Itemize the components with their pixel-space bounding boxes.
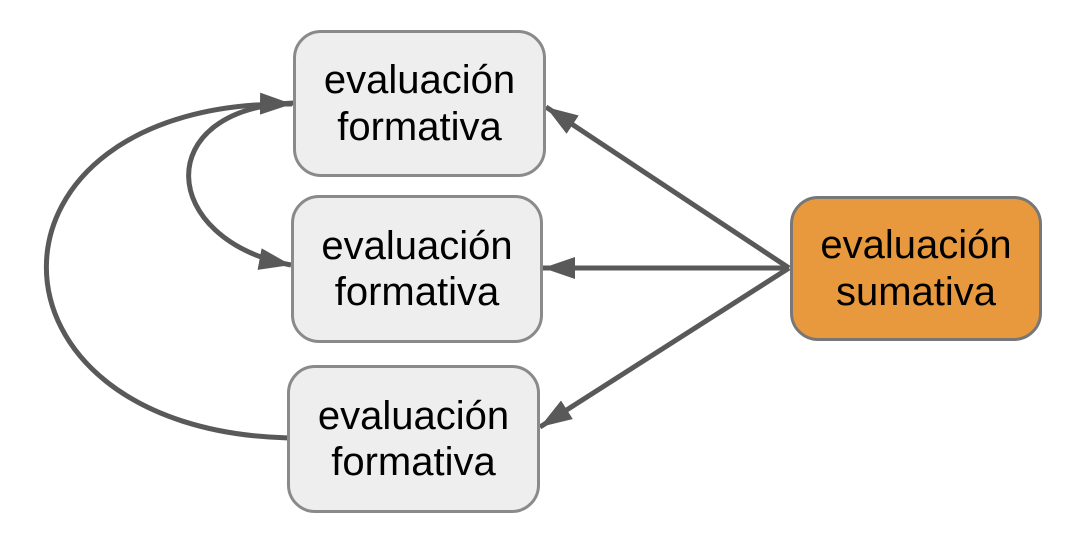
arrow-sumativa-to-formativa-3 — [538, 265, 791, 430]
node-formativa-1-label: evaluación formativa — [323, 58, 516, 149]
node-formativa-2-label: evaluación formativa — [321, 223, 513, 314]
arrow-formativa-1-to-formativa-2 — [186, 100, 295, 270]
arrow-formativa-3-to-formativa-1 — [43, 92, 293, 441]
node-formativa-3-label: evaluación formativa — [317, 393, 510, 484]
node-formativa-1: evaluación formativa — [293, 30, 546, 177]
node-formativa-3: evaluación formativa — [287, 365, 540, 513]
arrow-sumativa-to-formativa-1 — [544, 104, 791, 271]
node-sumativa: evaluación sumativa — [790, 196, 1042, 341]
node-formativa-2: evaluación formativa — [291, 195, 543, 343]
node-sumativa-label: evaluación sumativa — [820, 223, 1012, 314]
